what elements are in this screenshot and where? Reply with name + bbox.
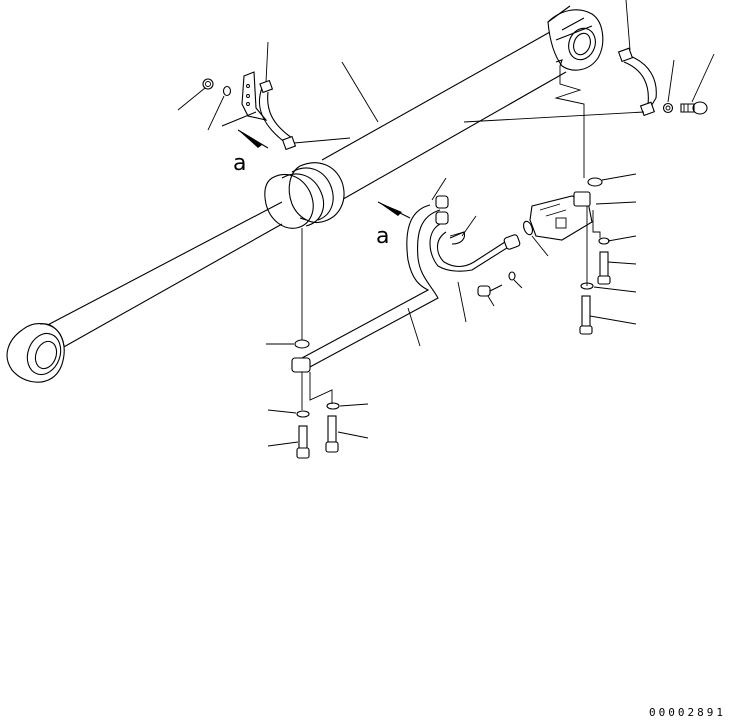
right-clamp-group — [463, 0, 715, 178]
view-label-a-mid: a — [376, 224, 389, 249]
hydraulic-cylinder — [6, 5, 604, 383]
left-clamp-group: a — [177, 41, 379, 176]
valve-block — [522, 173, 637, 335]
tube-assembly: a — [301, 177, 523, 369]
view-label-a-top: a — [233, 151, 246, 176]
lower-clamp-group — [266, 228, 369, 459]
drawing-number: 00002891 — [649, 706, 726, 719]
